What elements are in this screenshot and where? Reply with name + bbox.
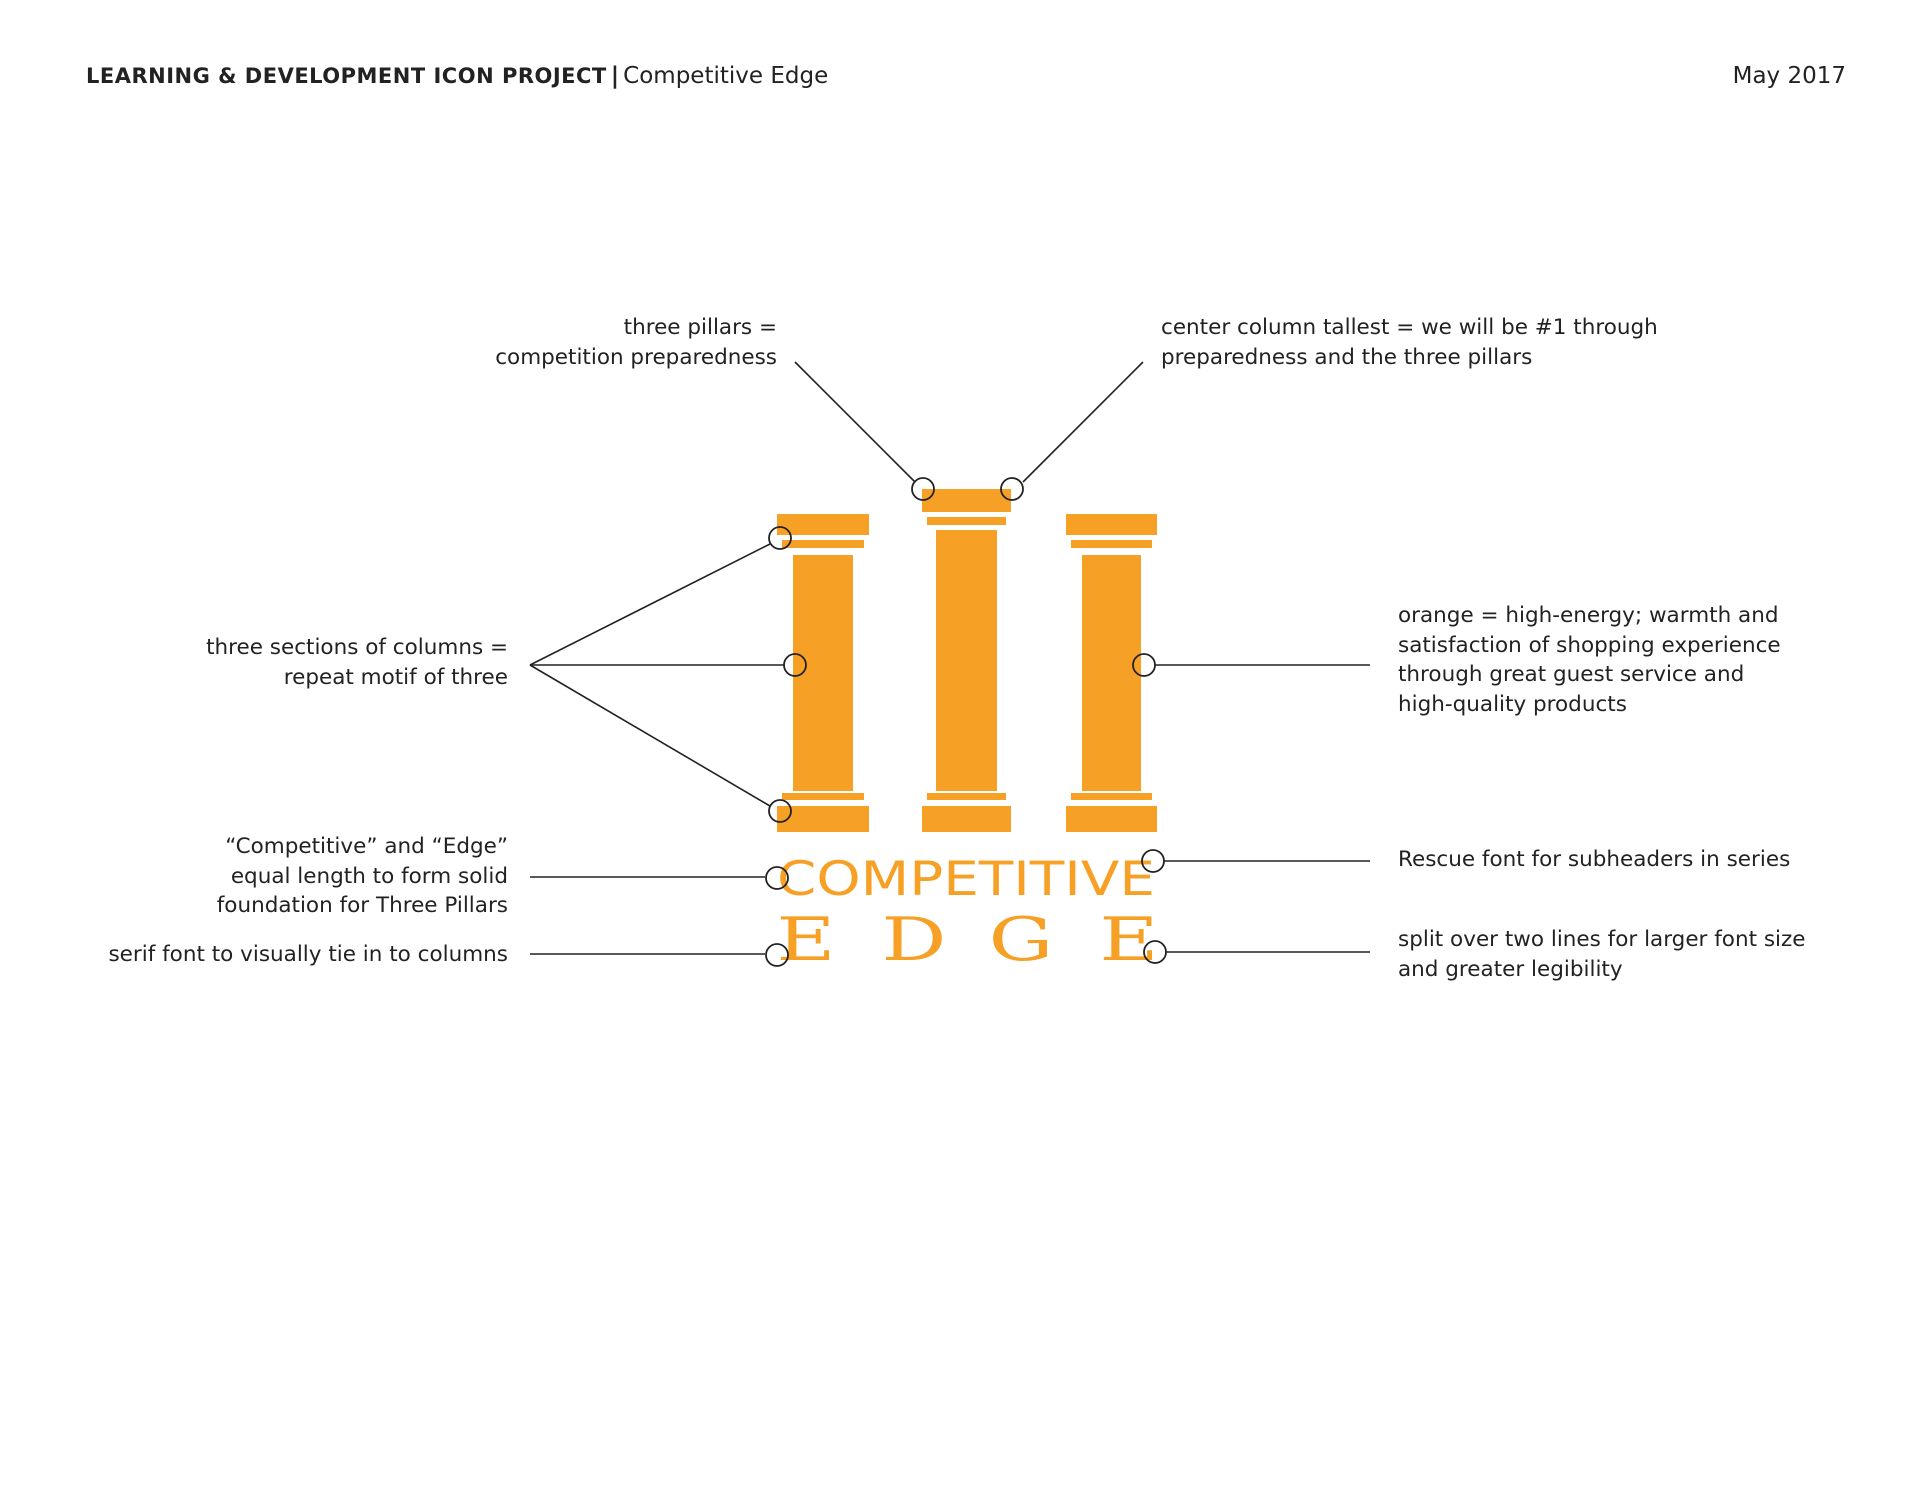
leader-sections-bottom: [529, 664, 771, 807]
callout-circle-icon: [768, 526, 792, 550]
logo-word-edge: E D G E: [776, 904, 1158, 974]
center-pillar-icon: [922, 489, 1011, 832]
callout-circle-icon: [765, 866, 789, 890]
header-separator: |: [610, 63, 620, 89]
header-date: May 2017: [1732, 63, 1846, 89]
logo-word-competitive: COMPETITIVE: [777, 852, 1155, 907]
leader-center-column: [1022, 361, 1144, 483]
callout-circle-icon: [783, 653, 807, 677]
edge-letter-e1: E: [776, 904, 835, 974]
edge-letter-g: G: [989, 904, 1054, 974]
leader-three-pillars: [794, 361, 916, 483]
callout-circle-icon: [768, 799, 792, 823]
callout-circle-icon: [1000, 477, 1024, 501]
note-orange: orange = high-energy; warmth and satisfa…: [1398, 603, 1781, 717]
callout-lines: [529, 361, 1370, 955]
callout-circle-icon: [765, 943, 789, 967]
page-header: LEARNING & DEVELOPMENT ICON PROJECT|Comp…: [86, 63, 828, 89]
note-split-lines: split over two lines for larger font siz…: [1398, 927, 1806, 982]
right-pillar-icon: [1066, 514, 1157, 832]
project-title: LEARNING & DEVELOPMENT ICON PROJECT: [86, 64, 607, 88]
callout-circle-icon: [911, 477, 935, 501]
edge-letter-e2: E: [1099, 904, 1158, 974]
leader-sections-top: [529, 543, 771, 666]
note-three-pillars: three pillars = competition preparedness: [495, 315, 777, 370]
note-rescue-font: Rescue font for subheaders in series: [1398, 847, 1791, 872]
edge-letter-d: D: [882, 904, 947, 974]
callout-circles: [765, 477, 1167, 967]
note-equal-length: “Competitive” and “Edge” equal length to…: [216, 834, 508, 918]
callout-circle-icon: [1141, 849, 1165, 873]
callout-circle-icon: [1132, 653, 1156, 677]
left-pillar-icon: [777, 514, 869, 832]
note-three-sections: three sections of columns = repeat motif…: [206, 635, 508, 690]
callout-circle-icon: [1143, 940, 1167, 964]
logo-pillars: [777, 489, 1157, 832]
note-serif-font: serif font to visually tie in to columns: [108, 942, 508, 967]
project-subtitle: Competitive Edge: [623, 63, 829, 89]
note-center-column: center column tallest = we will be #1 th…: [1161, 315, 1658, 370]
